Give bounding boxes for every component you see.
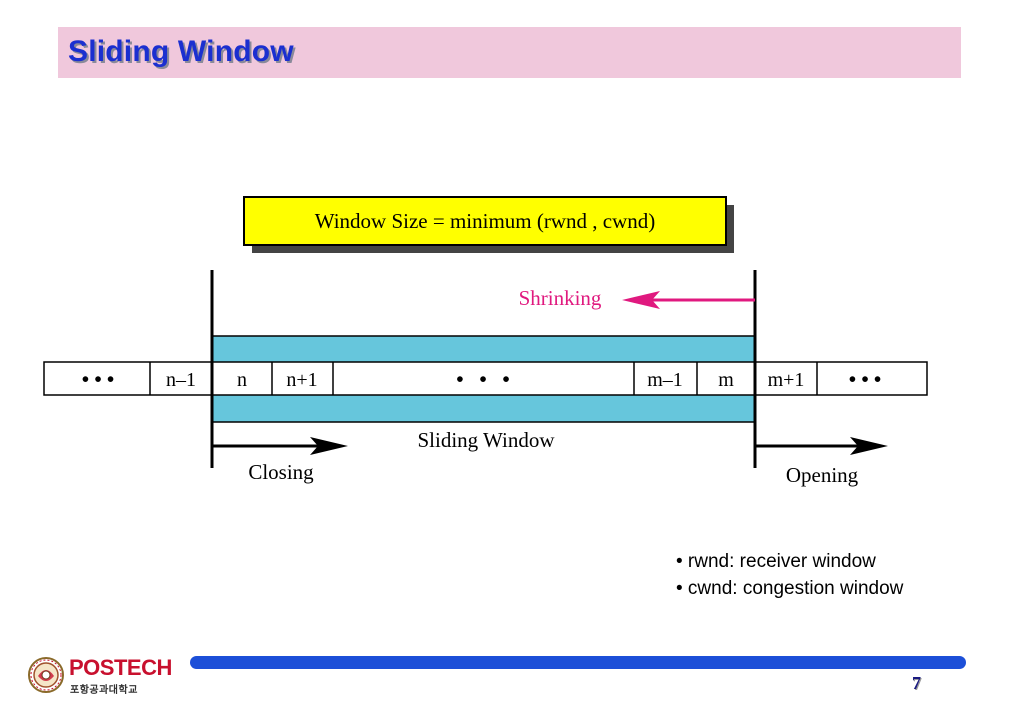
cell-n-minus-1: n–1 [166,369,196,391]
sequence-row: • • • n–1 n n+1 • • • m–1 m m+1 • • • [43,361,928,396]
sequence-row-frame [43,361,928,396]
slide-title: Sliding Window [68,35,294,68]
opening-arrow [755,437,888,455]
formula-box [243,196,727,246]
closing-arrowhead-icon [310,437,348,455]
opening-arrowhead-icon [850,437,888,455]
footer-bar [190,656,966,669]
note-rwnd: • rwnd: receiver window [676,551,876,572]
shrinking-arrowhead-icon [622,291,660,309]
formula-text: Window Size = minimum (rwnd , cwnd) [315,209,656,233]
opening-label: Opening [786,463,859,487]
closing-label: Closing [248,460,314,484]
cell-m-plus-1: m+1 [768,369,805,391]
legend-notes: • rwnd: receiver window • cwnd: congesti… [676,548,903,602]
logo-name: POSTECH [69,655,172,680]
title-band: Sliding Window [58,27,961,78]
cell-ellipsis-middle: • • • [456,367,510,391]
university-seal-icon [28,657,64,693]
closing-arrow [212,437,348,455]
shrinking-arrow [622,291,755,309]
note-cwnd: • cwnd: congestion window [676,578,904,599]
postech-logo: POSTECH 포항공과대학교 [27,655,177,700]
cell-n: n [237,369,247,391]
logo-subtitle: 포항공과대학교 [70,685,138,696]
shrinking-label: Shrinking [519,286,602,310]
cell-m: m [718,369,734,391]
cell-m-minus-1: m–1 [647,369,683,391]
page-number: 7 [912,673,921,693]
cell-n-plus-1: n+1 [286,369,317,391]
cell-ellipsis-right: • • • [849,367,882,391]
cell-ellipsis-left: • • • [82,367,115,391]
sliding-window-label: Sliding Window [417,428,555,452]
